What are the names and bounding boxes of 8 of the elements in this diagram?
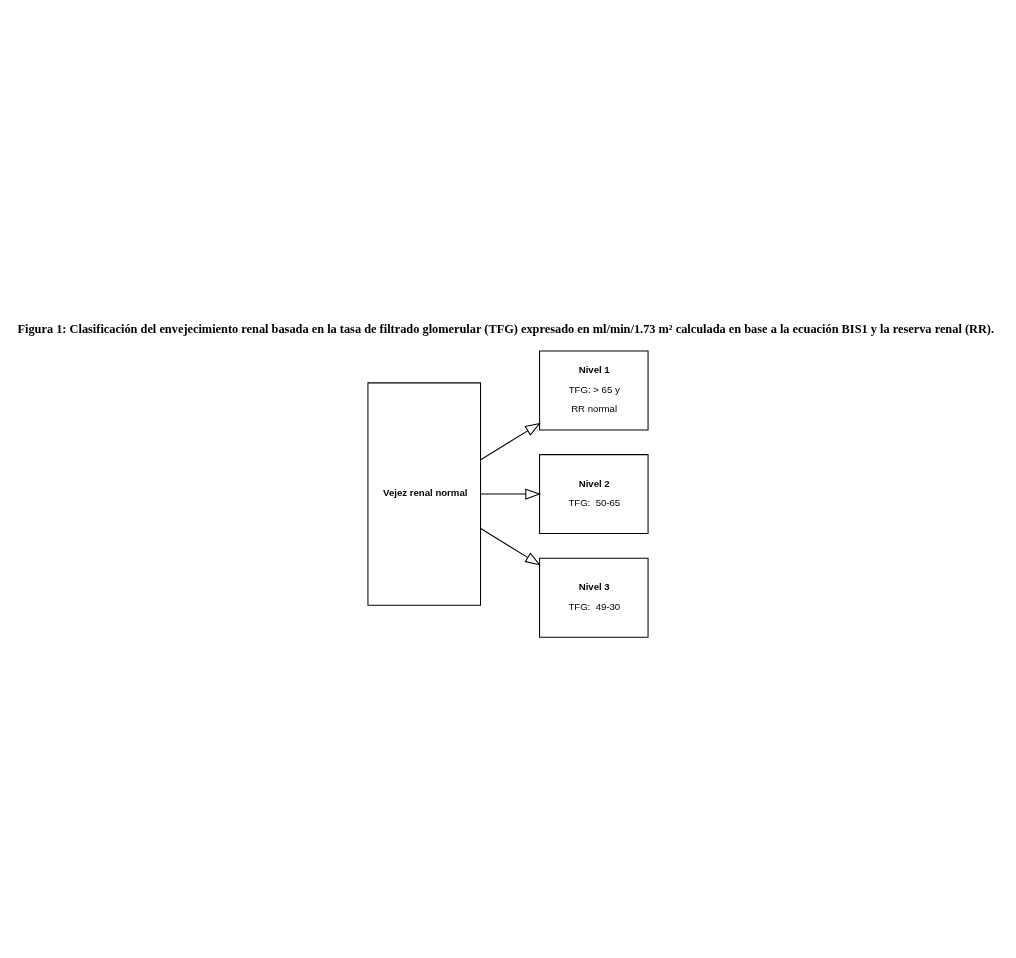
node-box: Nivel 3 TFG: 49-30 (539, 557, 649, 638)
diagram-title: Figura 1: Clasificación del envejecimiento renal basada en la tasa de filtrado glomerular (TFG) expresado en ml/min/1.73 m² calculada en base a la ecuación BIS1 y la reserva renal (RR). (17, 321, 995, 336)
arrow (480, 488, 542, 500)
arrow (480, 527, 541, 566)
node-box: Nivel 2 TFG: 50-65 (539, 454, 649, 535)
node-box: Vejez renal normal (367, 382, 482, 606)
arrow (480, 422, 541, 461)
node-box: Nivel 1 TFG: > 65 y RR normal (539, 350, 649, 431)
